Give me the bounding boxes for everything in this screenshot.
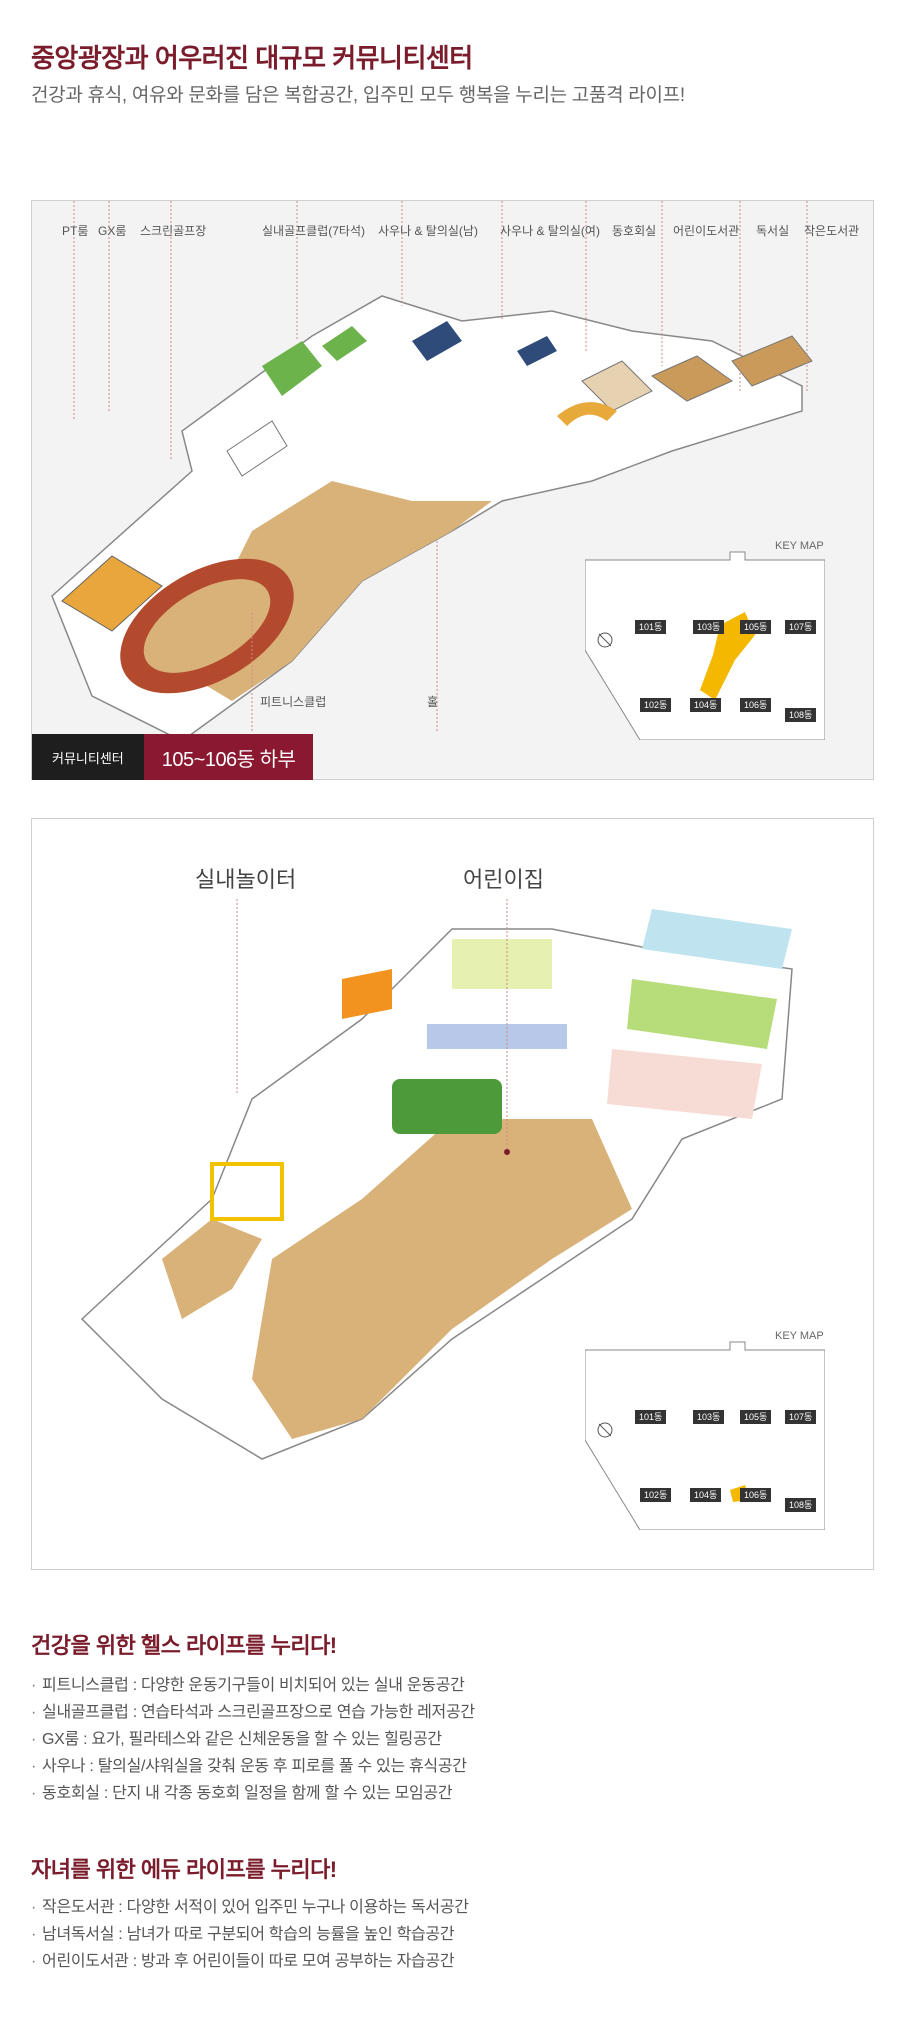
label-pt-room: PT룸: [62, 224, 89, 238]
building-tag: 108동: [785, 708, 817, 722]
list-item: 작은도서관 : 다양한 서적이 있어 입주민 누구나 이용하는 독서공간: [31, 1894, 469, 1921]
badge-facility: 커뮤니티센터: [32, 734, 144, 780]
keymap-1: KEY MAP 101동 103동 105동 107동 102동 104동 10…: [585, 540, 825, 740]
keymap-title: KEY MAP: [775, 540, 824, 552]
keymap-2: KEY MAP 101동 103동 105동 107동 102동 104동 10…: [585, 1330, 825, 1530]
label-sauna-men: 사우나 & 탈의실(남): [378, 224, 478, 238]
health-feature-list: 피트니스클럽 : 다양한 운동기구들이 비치되어 있는 실내 운동공간 실내골프…: [31, 1672, 475, 1807]
page-title: 중앙광장과 어우러진 대규모 커뮤니티센터: [31, 43, 473, 73]
section-heading-health: 건강을 위한 헬스 라이프를 누리다!: [31, 1633, 337, 1658]
building-tag: 105동: [740, 620, 772, 634]
page-subtitle: 건강과 휴식, 여유와 문화를 담은 복합공간, 입주민 모두 행복을 누리는 …: [31, 85, 685, 106]
label-sauna-women: 사우나 & 탈의실(여): [500, 224, 600, 238]
building-tag: 106동: [740, 1488, 772, 1502]
keymap-title: KEY MAP: [775, 1330, 824, 1342]
list-item: 남녀독서실 : 남녀가 따로 구분되어 학습의 능률을 높인 학습공간: [31, 1921, 469, 1948]
label-hall: 홀: [427, 695, 439, 709]
building-tag: 101동: [635, 1410, 667, 1424]
label-indoor-golf: 실내골프클럽(7타석): [262, 224, 365, 238]
label-reading-room: 독서실: [756, 224, 790, 238]
list-item: 피트니스클럽 : 다양한 운동기구들이 비치되어 있는 실내 운동공간: [31, 1672, 475, 1699]
list-item: 실내골프클럽 : 연습타석과 스크린골프장으로 연습 가능한 레저공간: [31, 1699, 475, 1726]
label-kids-library: 어린이도서관: [673, 224, 740, 238]
building-tag: 104동: [690, 1488, 722, 1502]
section-heading-edu: 자녀를 위한 에듀 라이프를 누리다!: [31, 1857, 337, 1882]
label-daycare: 어린이집: [463, 867, 544, 892]
daycare-floorplan-illustration: [80, 899, 793, 1460]
list-item: 어린이도서관 : 방과 후 어린이들이 따로 모여 공부하는 자습공간: [31, 1948, 469, 1975]
building-tag: 108동: [785, 1498, 817, 1512]
building-tag: 101동: [635, 620, 667, 634]
edu-feature-list: 작은도서관 : 다양한 서적이 있어 입주민 누구나 이용하는 독서공간 남녀독…: [31, 1894, 469, 1975]
building-tag: 102동: [640, 698, 672, 712]
label-club-room: 동호회실: [612, 224, 657, 238]
label-indoor-playground: 실내놀이터: [195, 867, 297, 892]
label-small-library: 작은도서관: [804, 224, 860, 238]
list-item: 동호회실 : 단지 내 각종 동호회 일정을 함께 할 수 있는 모임공간: [31, 1780, 475, 1807]
label-gx-room: GX룸: [98, 224, 127, 238]
list-item: 사우나 : 탈의실/샤워실을 갖춰 운동 후 피로를 풀 수 있는 휴식공간: [31, 1753, 475, 1780]
list-item: GX룸 : 요가, 필라테스와 같은 신체운동을 할 수 있는 힐링공간: [31, 1726, 475, 1753]
daycare-plan: [31, 818, 874, 1570]
badge-location: 105~106동 하부: [143, 734, 314, 780]
community-center-plan: [31, 200, 874, 780]
building-tag: 103동: [693, 620, 725, 634]
community-center-floorplan-illustration: [51, 201, 813, 742]
building-tag: 105동: [740, 1410, 772, 1424]
label-fitness-club: 피트니스클럽: [260, 695, 327, 709]
building-tag: 103동: [693, 1410, 725, 1424]
building-tag: 107동: [785, 620, 817, 634]
building-tag: 107동: [785, 1410, 817, 1424]
location-badge: 커뮤니티센터 105~106동 하부: [32, 734, 314, 780]
building-tag: 104동: [690, 698, 722, 712]
building-tag: 106동: [740, 698, 772, 712]
building-tag: 102동: [640, 1488, 672, 1502]
keymap-site-outline: [585, 551, 825, 740]
label-screen-golf: 스크린골프장: [140, 224, 207, 238]
